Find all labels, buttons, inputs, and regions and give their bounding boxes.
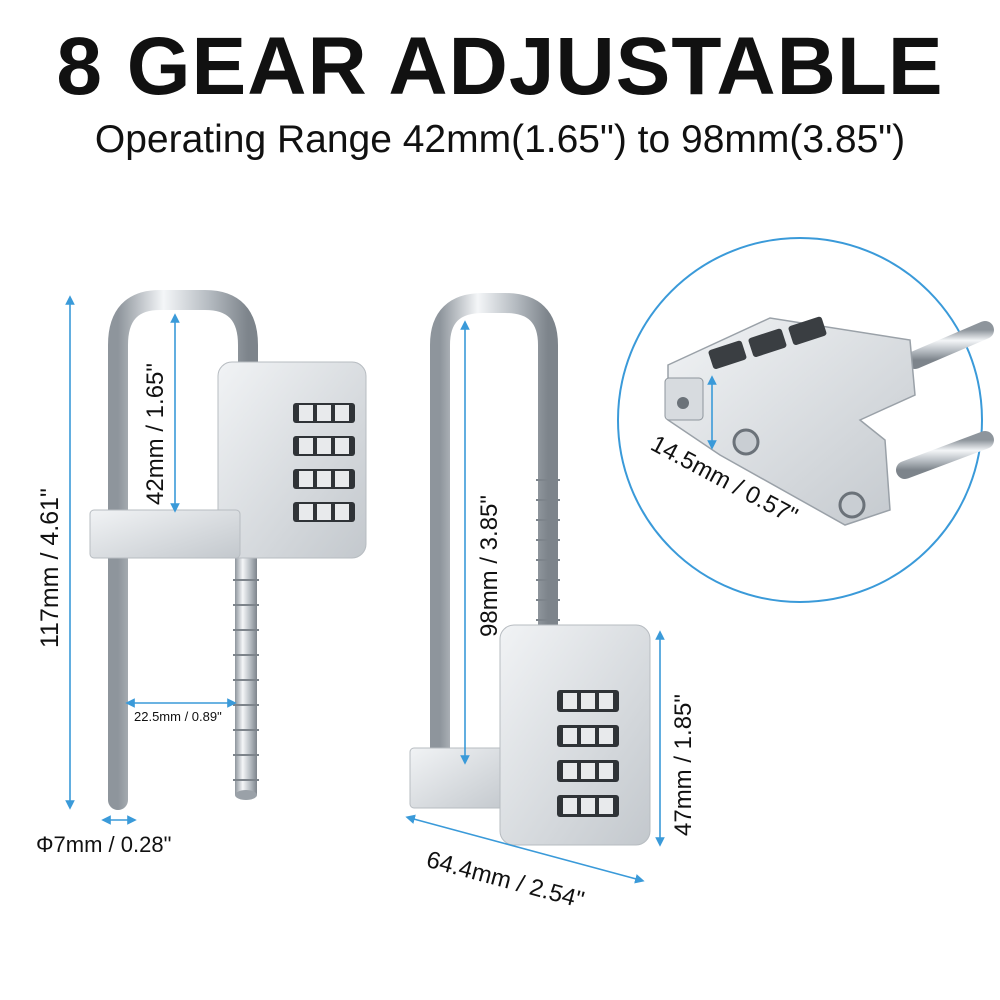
label-body-height: 47mm / 1.85" xyxy=(670,694,697,836)
middle-shackle xyxy=(430,293,558,770)
middle-dials xyxy=(557,690,619,817)
label-shackle-spacing: 22.5mm / 0.89" xyxy=(134,709,222,724)
dim-body-width xyxy=(405,814,645,884)
detail-body xyxy=(667,317,916,526)
left-dials xyxy=(293,403,355,522)
label-max-shackle: 98mm / 3.85" xyxy=(476,495,503,637)
label-min-shackle: 42mm / 1.65" xyxy=(142,363,169,505)
headline-title: 8 GEAR ADJUSTABLE xyxy=(56,21,944,112)
label-diameter: Φ7mm / 0.28" xyxy=(36,832,172,857)
dimension-lines xyxy=(65,295,717,884)
left-shackle xyxy=(108,290,258,810)
label-total-height: 117mm / 4.61" xyxy=(36,488,64,648)
detail-inset xyxy=(617,237,994,603)
left-padlock xyxy=(89,290,367,810)
headline-subtitle: Operating Range 42mm(1.65") to 98mm(3.85… xyxy=(94,118,906,161)
middle-padlock xyxy=(409,293,651,846)
left-lock-base xyxy=(89,509,241,559)
middle-lock-base xyxy=(409,747,511,809)
left-notched-leg xyxy=(233,555,259,800)
